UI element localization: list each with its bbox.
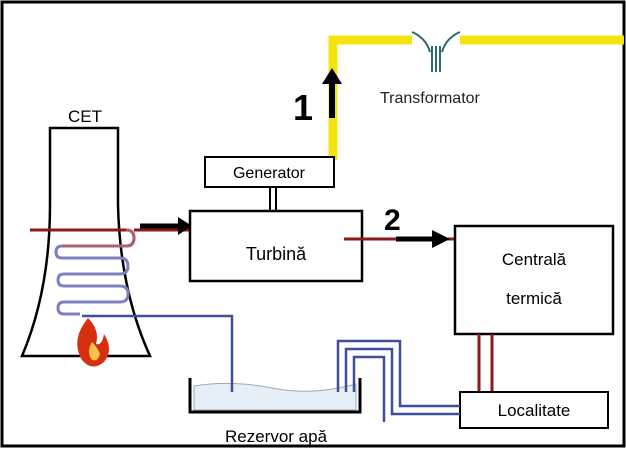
power-line-segment — [328, 35, 412, 160]
marker-2: 2 — [384, 204, 401, 237]
arrow-1-head — [322, 68, 342, 84]
turbina-label: Turbină — [246, 244, 307, 264]
turbina-box — [188, 209, 364, 283]
water-pipe-return — [82, 314, 234, 392]
rezervor-water — [193, 382, 357, 411]
generator-label: Generator — [233, 165, 306, 182]
water-pipes — [82, 314, 460, 422]
centrala-label-line2: termică — [506, 289, 562, 308]
cet-coils — [30, 228, 136, 316]
transformator-label: Transformator — [380, 90, 481, 107]
localitate-label: Localitate — [498, 401, 571, 420]
cet-label: CET — [68, 107, 102, 126]
cet-tower — [20, 126, 152, 358]
flame-icon — [77, 318, 109, 367]
rezervor-basin — [188, 378, 362, 414]
localitate-box — [459, 391, 609, 429]
centrala-box — [453, 224, 615, 336]
arrow-turbine-central-head — [432, 230, 450, 248]
marker-1: 1 — [293, 87, 313, 128]
arrow-cet-turbine-head — [178, 217, 192, 235]
centrala-label-line1: Centrală — [502, 250, 567, 269]
transformer-icon — [411, 31, 461, 72]
rezervor-label: Rezervor apă — [225, 427, 328, 446]
